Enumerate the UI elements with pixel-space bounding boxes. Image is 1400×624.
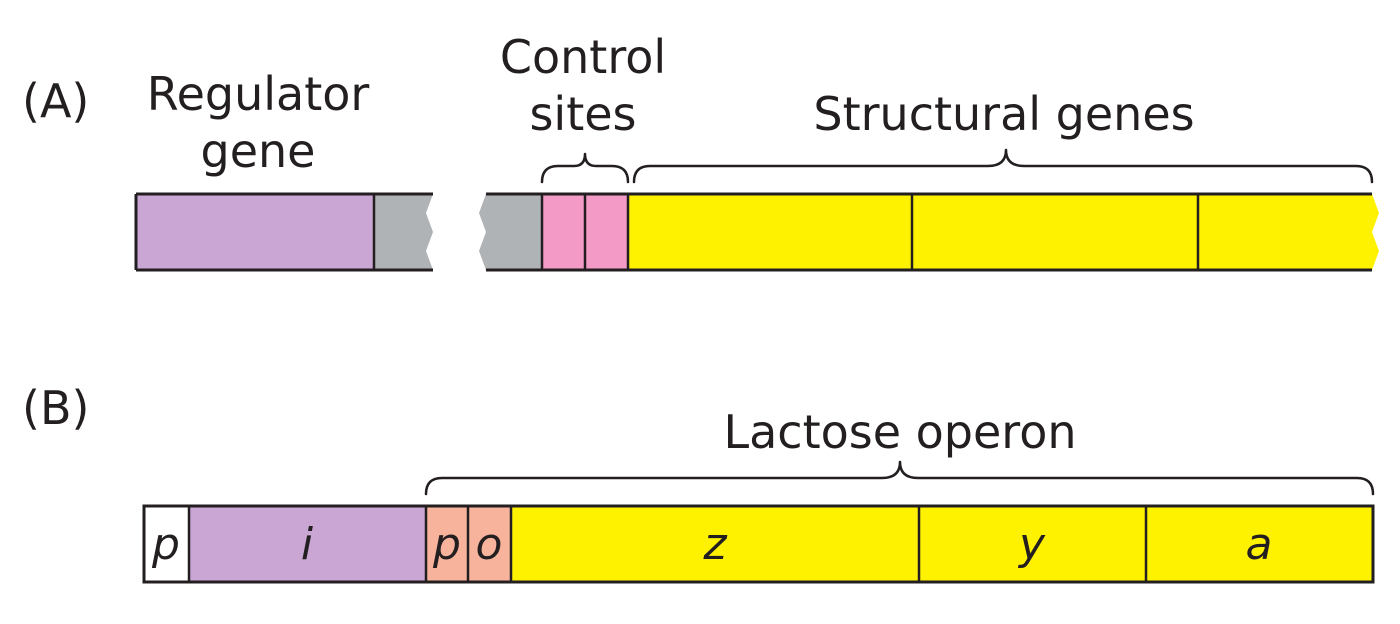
- gene-label-z: z: [702, 519, 727, 570]
- lac-dna-outline: [142, 504, 1375, 584]
- spacer-block-right: [479, 194, 542, 270]
- panel-a-label: (A): [22, 74, 89, 128]
- panel-b-label: (B): [22, 381, 89, 435]
- regulator-gene-block: [136, 194, 374, 270]
- regulator-gene-label-line2: gene: [201, 124, 316, 178]
- control-sites-label-line2: sites: [529, 87, 636, 141]
- gene-label-y: y: [1017, 519, 1046, 570]
- lactose-operon-label: Lactose operon: [723, 405, 1076, 459]
- structural-genes-label: Structural genes: [813, 87, 1194, 141]
- promoter-i-block: [144, 506, 189, 582]
- control-site-1: [542, 194, 585, 270]
- control-sites-bracket: [540, 152, 630, 184]
- gene-label-p-regulator: p: [151, 519, 180, 570]
- structural-genes-block: [628, 194, 1379, 270]
- lactose-operon-bracket: [424, 460, 1375, 496]
- control-sites-label-line1: Control: [500, 30, 666, 84]
- spacer-block-left: [374, 194, 433, 270]
- promoter-lac-block: [426, 506, 468, 582]
- gene-label-o: o: [476, 519, 503, 570]
- regulator-gene-label-line1: Regulator: [147, 67, 370, 121]
- gene-i-block: [189, 506, 426, 582]
- gene-a-block: [1146, 506, 1373, 582]
- structural-genes-bracket: [632, 148, 1374, 184]
- operator-block: [468, 506, 511, 582]
- gene-label-p-lac: p: [432, 519, 461, 570]
- gene-label-a: a: [1246, 519, 1273, 570]
- gene-z-block: [511, 506, 919, 582]
- gene-y-block: [919, 506, 1146, 582]
- gene-label-i: i: [301, 519, 314, 570]
- control-site-2: [585, 194, 628, 270]
